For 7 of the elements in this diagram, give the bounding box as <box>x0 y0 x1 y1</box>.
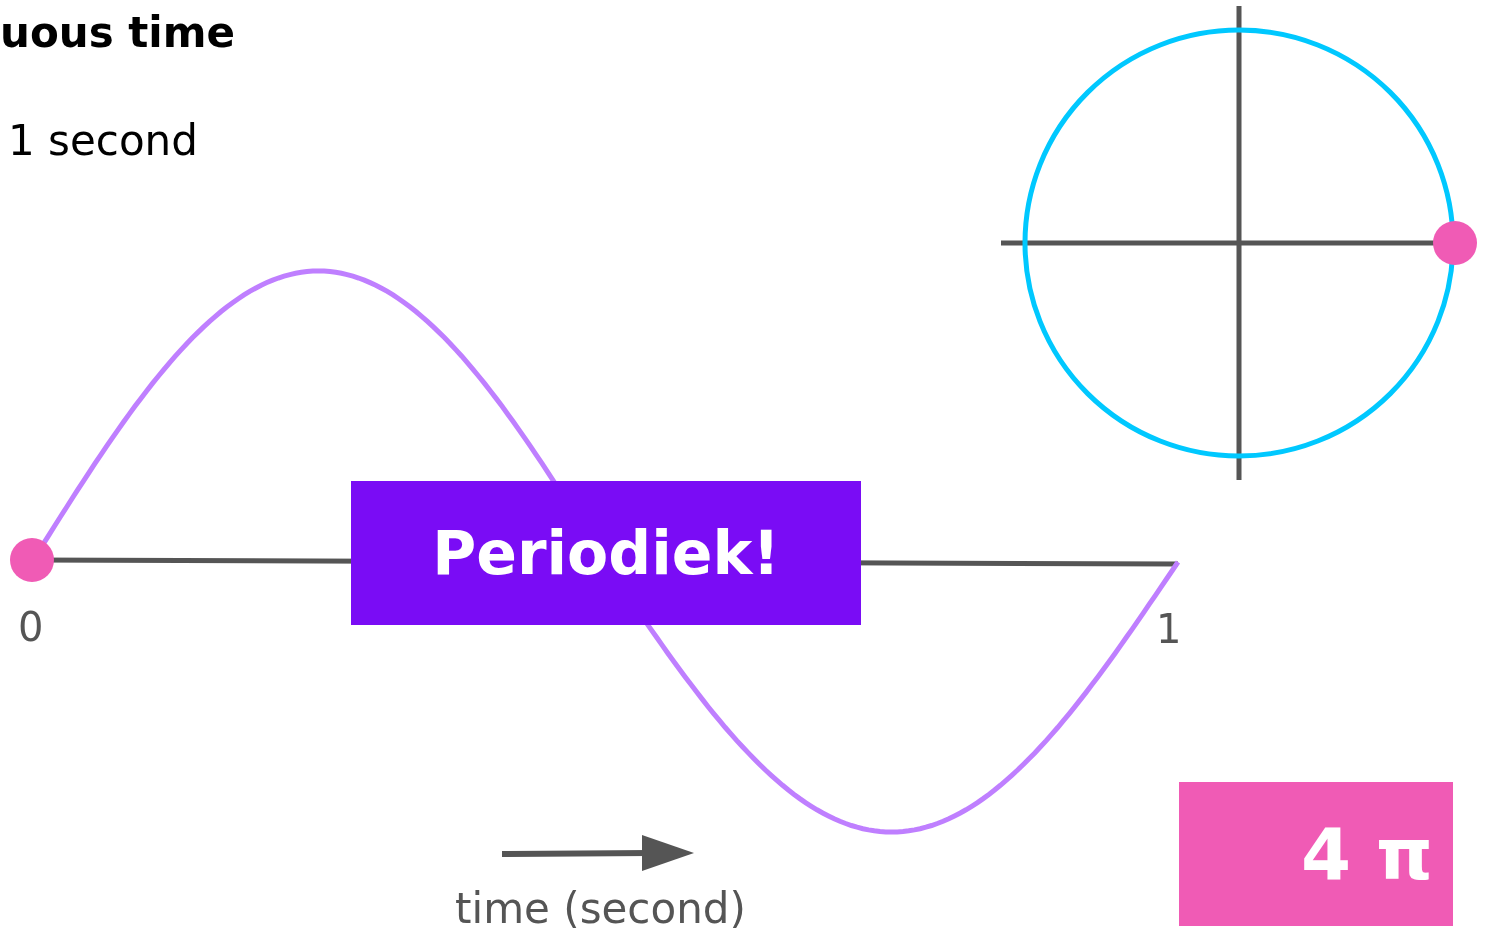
duration-text: 1 second <box>8 116 198 165</box>
tick-label: 1 <box>1156 606 1182 652</box>
process-box: Periodiek! <box>351 481 861 625</box>
tick-label: 0 <box>18 604 44 650</box>
axis-title: time (second) <box>455 884 746 933</box>
heading: uous time <box>0 8 235 57</box>
value-box: 4 π <box>1179 782 1453 926</box>
